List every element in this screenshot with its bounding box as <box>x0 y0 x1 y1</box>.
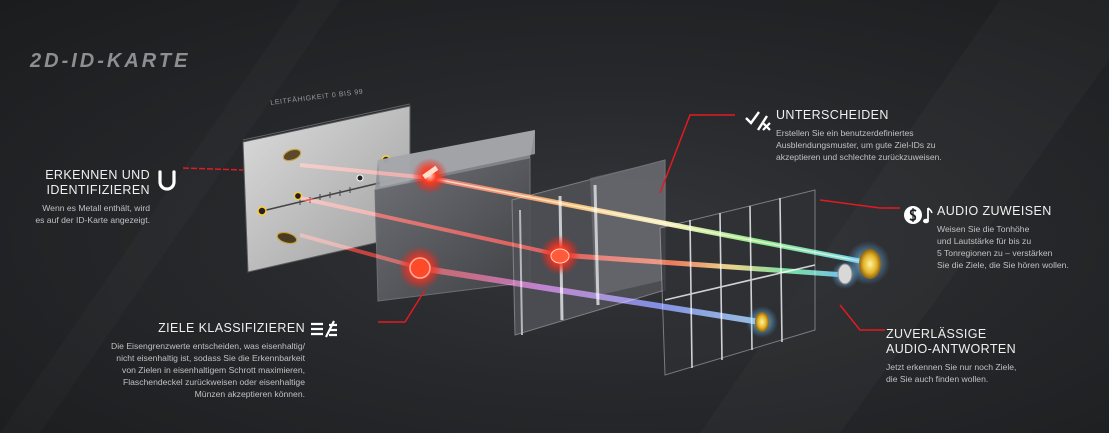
audio-coin-icon <box>904 206 933 224</box>
identify-heading-line1: ERKENNEN UND <box>45 168 150 182</box>
classify-heading: ZIELE KLASSIFIZIEREN <box>158 321 305 335</box>
discriminate-heading: UNTERSCHEIDEN <box>776 108 889 122</box>
callout-leaders <box>182 114 900 331</box>
audio-text-line1: Weisen Sie die Tonhöhe <box>937 224 1030 234</box>
discriminate-text-line2: Ausblendungsmuster, um gute Ziel-IDs zu <box>776 140 936 150</box>
callout-discriminate: UNTERSCHEIDEN Erstellen Sie ein benutzer… <box>776 108 1016 163</box>
horseshoe-icon <box>158 170 176 191</box>
identify-text-line2: es auf der ID-Karte angezeigt. <box>35 215 150 225</box>
targets <box>398 158 890 338</box>
audio-text-line3: 5 Tonregionen zu – verstärken <box>937 248 1053 258</box>
reliable-text-line1: Jetzt erkennen Sie nur noch Ziele, <box>886 362 1017 372</box>
classify-text-line4: Flaschendeckel zurückweisen oder eisenha… <box>122 377 305 387</box>
reliable-text-line2: die Sie auch finden wollen. <box>886 374 989 384</box>
discriminate-icon <box>745 111 771 131</box>
audio-heading: AUDIO ZUWEISEN <box>937 204 1052 218</box>
classify-text-line3: von Zielen in eisenhaltigem Schrott maxi… <box>122 365 305 375</box>
identify-text-line1: Wenn es Metall enthält, wird <box>42 203 150 213</box>
classify-text-line2: nicht eisenhaltig ist, sodass Sie die Er… <box>116 353 305 363</box>
page-title: 2D-ID-KARTE <box>30 50 191 72</box>
classify-text-line5: Münzen akzeptieren können. <box>194 389 305 399</box>
callout-audio: AUDIO ZUWEISEN Weisen Sie die Tonhöhe un… <box>937 204 1107 271</box>
reliable-heading-line1: ZUVERLÄSSIGE <box>886 327 987 341</box>
reliable-heading-line2: AUDIO-ANTWORTEN <box>886 342 1017 356</box>
audio-text-line4: Sie die Ziele, die Sie hören wollen. <box>937 260 1069 270</box>
classify-text-line1: Die Eisengrenzwerte entscheiden, was eis… <box>111 341 305 351</box>
signal-beams <box>299 163 866 325</box>
identify-heading-line2: IDENTIFIZIEREN <box>46 183 150 197</box>
audio-text-line2: und Lautstärke für bis zu <box>937 236 1032 246</box>
callout-classify: ZIELE KLASSIFIZIEREN Die Eisengrenzwerte… <box>40 321 305 400</box>
classify-icon <box>311 320 337 338</box>
discriminate-text-line1: Erstellen Sie ein benutzerdefiniertes <box>776 128 914 138</box>
discriminate-text-line3: akzeptieren und schlechte zurückzuweisen… <box>776 152 942 162</box>
